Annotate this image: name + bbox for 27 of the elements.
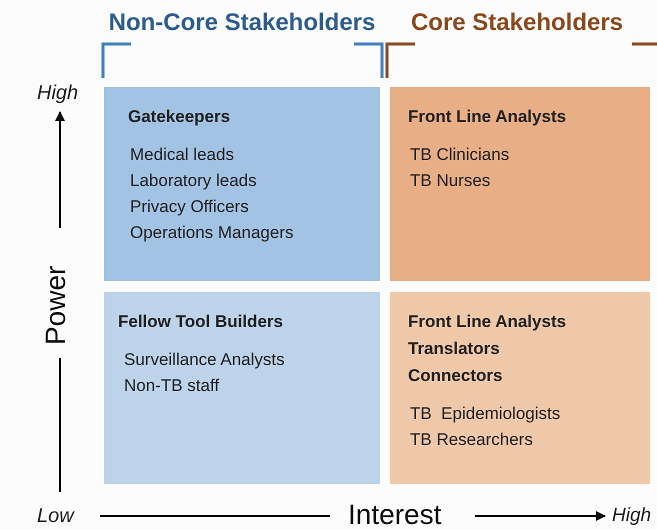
group-heading: Translators bbox=[408, 338, 501, 360]
quadrant-panel bbox=[104, 87, 380, 281]
quadrant-panel bbox=[104, 292, 380, 484]
axis-end-label: High bbox=[612, 505, 652, 527]
stakeholder-role: Operations Managers bbox=[130, 222, 294, 244]
axis-title: Interest bbox=[348, 499, 442, 530]
stakeholder-role: Privacy Officers bbox=[130, 196, 250, 218]
stakeholder-role: TB Nurses bbox=[410, 170, 492, 192]
group-heading: Fellow Tool Builders bbox=[118, 311, 284, 333]
stakeholder-role: Non-TB staff bbox=[124, 375, 220, 397]
stakeholder-role: TB Clinicians bbox=[410, 144, 510, 166]
column-heading: Non-Core Stakeholders bbox=[108, 8, 376, 38]
axis-end-label: High bbox=[37, 82, 78, 105]
stakeholder-role: TB Epidemiologists bbox=[410, 403, 562, 425]
group-heading: Front Line Analysts bbox=[408, 311, 568, 333]
stakeholder-role: Medical leads bbox=[130, 144, 235, 166]
group-heading: Front Line Analysts bbox=[408, 106, 568, 128]
stakeholder-role: Laboratory leads bbox=[130, 170, 258, 192]
axis-title: Power bbox=[40, 266, 72, 345]
axis-end-label: Low bbox=[37, 505, 74, 528]
stakeholder-role: TB Researchers bbox=[410, 429, 534, 451]
column-heading: Core Stakeholders bbox=[410, 8, 624, 38]
group-heading: Connectors bbox=[408, 365, 504, 387]
stakeholder-role: Surveillance Analysts bbox=[124, 349, 286, 371]
group-heading: Gatekeepers bbox=[128, 106, 232, 128]
quadrant-panel bbox=[390, 292, 650, 484]
quadrant-panel bbox=[390, 87, 650, 281]
